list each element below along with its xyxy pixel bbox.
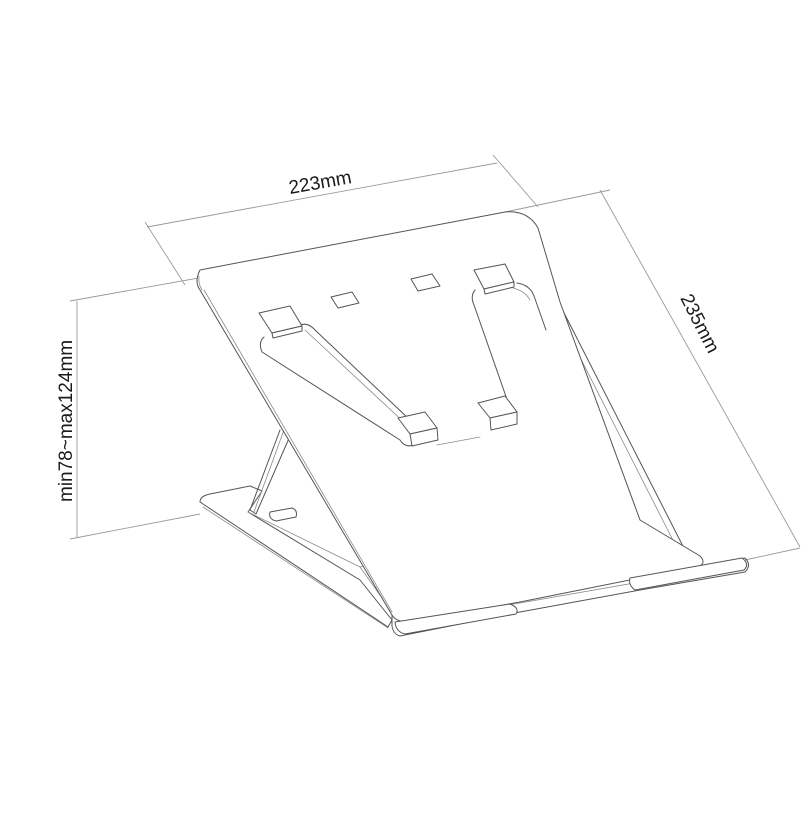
dimension-height — [69, 271, 233, 540]
dimension-width — [144, 154, 539, 286]
width-label: 223mm — [287, 167, 353, 199]
dimension-depth — [504, 189, 801, 561]
height-label: min78~max124mm — [56, 340, 77, 502]
top-panel — [196, 211, 704, 623]
depth-label: 235mm — [676, 291, 723, 357]
front-lip-pads — [394, 557, 748, 635]
hooks — [258, 263, 518, 447]
